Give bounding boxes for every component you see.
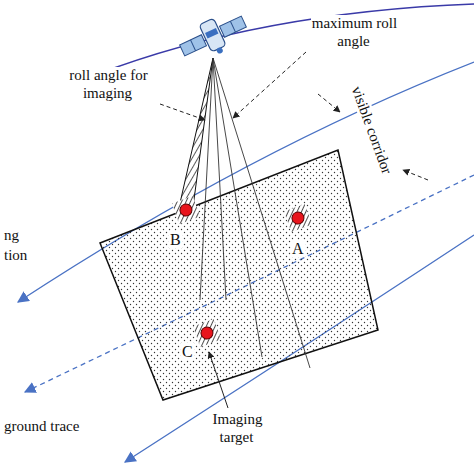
imaging-beam bbox=[180, 58, 213, 207]
label-text: tion bbox=[3, 247, 28, 263]
label-text: roll angle for imaging bbox=[68, 67, 147, 101]
target-a bbox=[284, 204, 312, 232]
roll-angle-label: roll angle for imaging bbox=[52, 66, 164, 102]
target-c bbox=[193, 319, 221, 347]
direction-label: tion bbox=[3, 246, 28, 264]
label-text: Imaging target bbox=[212, 411, 263, 445]
leader-line bbox=[233, 52, 306, 118]
label-text: C bbox=[181, 343, 194, 360]
label-text: ground trace bbox=[3, 418, 80, 434]
label-text: maximum roll angle bbox=[311, 15, 397, 49]
corridor-arrow bbox=[403, 170, 428, 180]
target-letter: B bbox=[169, 231, 182, 249]
ray-line bbox=[213, 58, 262, 357]
label-text: ng bbox=[3, 227, 20, 243]
corridor-arrow bbox=[318, 94, 340, 112]
target-letter: C bbox=[181, 343, 194, 361]
imaging-area bbox=[100, 150, 378, 400]
label-text: B bbox=[169, 231, 182, 248]
target-letter: A bbox=[291, 240, 305, 258]
target-label: Imaging target bbox=[196, 410, 278, 446]
satellite-icon bbox=[175, 7, 251, 67]
ray-line bbox=[200, 58, 213, 300]
target-b bbox=[172, 196, 200, 224]
leader-line bbox=[209, 352, 228, 408]
orbit-arc bbox=[95, 4, 474, 75]
label-text: A bbox=[291, 240, 305, 257]
ray-line bbox=[213, 58, 310, 368]
leader-line bbox=[160, 104, 205, 120]
max-roll-label: maximum roll angle bbox=[298, 14, 410, 50]
direction-label: ng bbox=[3, 226, 20, 244]
ground-trace-label: ground trace bbox=[3, 417, 80, 435]
